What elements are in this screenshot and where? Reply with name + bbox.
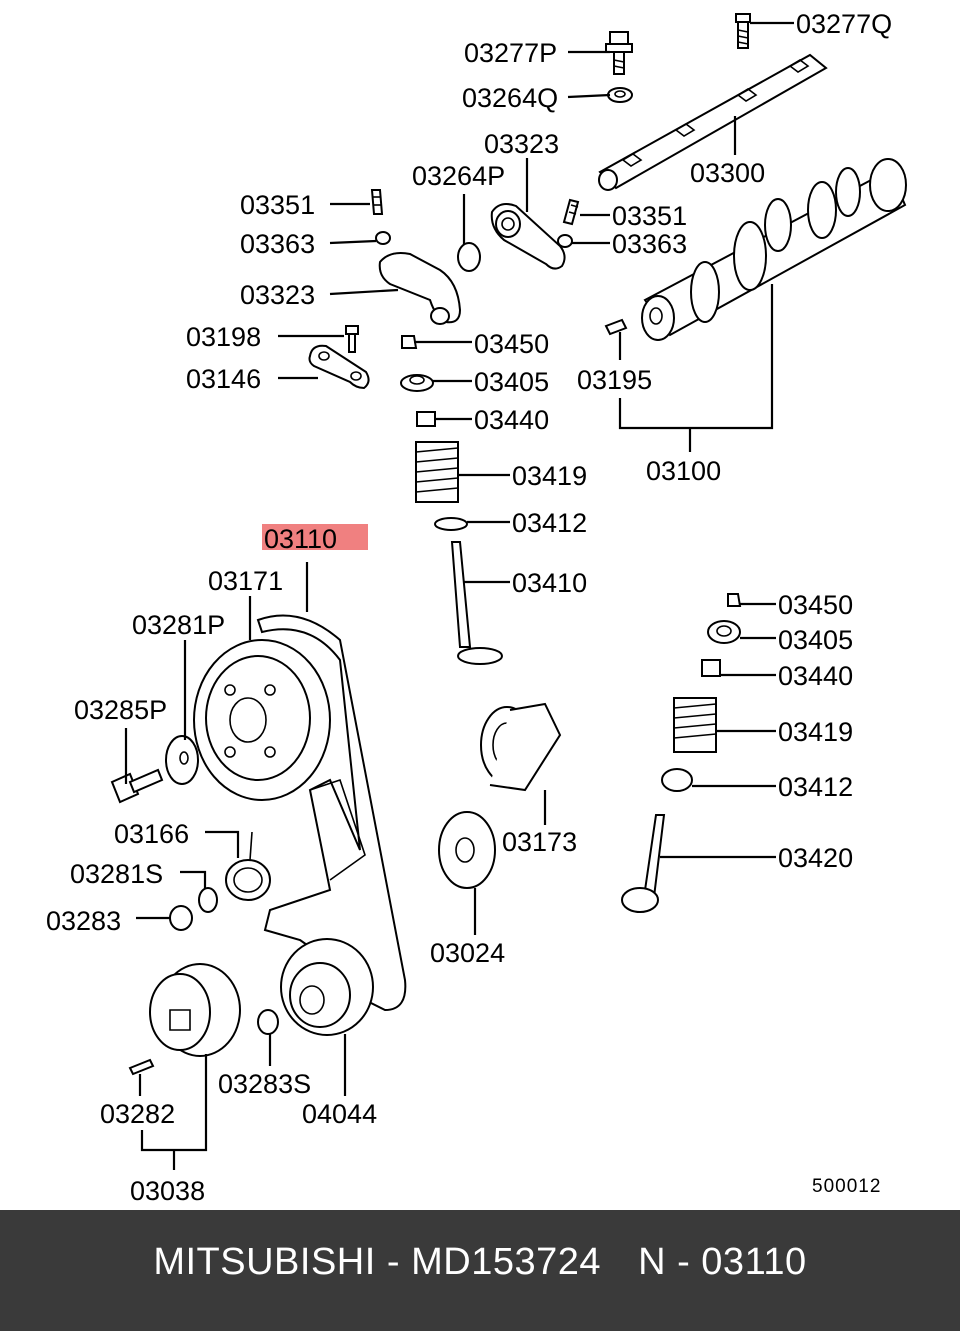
rocker-arm-03323-lower-part: [378, 252, 462, 325]
label-03351-left: 03351: [240, 190, 315, 220]
rocker-arm-03323-upper-part: [490, 203, 566, 270]
label-03166: 03166: [114, 819, 189, 849]
label-03323-lower: 03323: [240, 280, 315, 310]
retainer-03405-upper-part: [400, 374, 434, 392]
label-03363-right: 03363: [612, 229, 687, 259]
label-03419-lower: 03419: [778, 717, 853, 747]
label-03412-lower: 03412: [778, 772, 853, 802]
rocker-shaft-03300-part: [598, 53, 828, 191]
label-03282: 03282: [100, 1099, 175, 1129]
label-03440-lower: 03440: [778, 661, 853, 691]
position-number: 03110: [701, 1241, 807, 1283]
retainer-lock-03450-upper-part: [401, 335, 418, 349]
seat-03412-lower-part: [661, 768, 693, 792]
label-03363-left: 03363: [240, 229, 315, 259]
label-03405-upper: 03405: [474, 367, 549, 397]
label-03351-right: 03351: [612, 201, 687, 231]
leader-lines: [124, 21, 794, 1170]
seat-03412-upper-part: [434, 517, 468, 531]
label-03405-lower: 03405: [778, 625, 853, 655]
label-03146: 03146: [186, 364, 261, 394]
bracket-03146-part: [308, 344, 370, 390]
spring-03351-right-part: [562, 198, 580, 226]
camshaft-sprocket-03171-part: [193, 639, 331, 801]
label-04044: 04044: [302, 1099, 377, 1129]
label-03110: 03110: [264, 524, 337, 554]
label-03198: 03198: [186, 322, 261, 352]
pin-03282-part: [128, 1058, 155, 1076]
bolt-03285P-part: [110, 768, 164, 804]
seal-03440-lower-part: [701, 659, 721, 677]
brand-name: MITSUBISHI: [153, 1241, 376, 1283]
spring-03419-upper-part: [415, 441, 459, 503]
washer-03264P-part: [457, 242, 481, 272]
label-03100: 03100: [646, 456, 721, 486]
label-03277Q: 03277Q: [796, 9, 892, 39]
label-03281S: 03281S: [70, 859, 163, 889]
label-03171: 03171: [208, 566, 283, 596]
spring-03419-lower-part: [673, 697, 717, 753]
tensioner-spring-03166-part: [225, 831, 271, 901]
part-number: MD153724: [411, 1241, 601, 1283]
footer-separator: -: [386, 1241, 401, 1283]
label-03412-upper: 03412: [512, 508, 587, 538]
washer-03281S-part: [198, 887, 218, 913]
label-03283S: 03283S: [218, 1069, 311, 1099]
camshaft-03100-part: [641, 158, 907, 341]
label-03323-upper: 03323: [484, 129, 559, 159]
sprocket-04044-part: [280, 938, 374, 1036]
spring-03351-left-part: [370, 189, 384, 215]
bolt-03277P-part: [605, 31, 633, 75]
retainer-03405-lower-part: [707, 620, 741, 644]
label-03264Q: 03264Q: [462, 83, 558, 113]
tensioner-pulley-03173-part: [480, 702, 562, 792]
bolt-03277Q-part: [735, 13, 751, 49]
nut-03363-left-part: [375, 231, 391, 245]
label-03450-upper: 03450: [474, 329, 549, 359]
valve-03410-part: [450, 541, 503, 665]
footer-bar: MITSUBISHI - MD153724 N - 03110: [0, 1210, 960, 1331]
label-03195: 03195: [577, 365, 652, 395]
valve-03420-part: [621, 814, 666, 913]
label-03038: 03038: [130, 1176, 205, 1206]
position-separator: -: [677, 1241, 691, 1283]
reference-code: 500012: [812, 1176, 881, 1197]
seal-03440-upper-part: [416, 411, 436, 427]
retainer-lock-03450-lower-part: [727, 593, 742, 607]
position-prefix: N: [638, 1241, 667, 1283]
label-03277P: 03277P: [464, 38, 557, 68]
label-03300: 03300: [690, 158, 765, 188]
washer-03281P-part: [165, 735, 199, 785]
highlight-box: [262, 524, 368, 550]
label-03285P: 03285P: [74, 695, 167, 725]
label-03440-upper: 03440: [474, 405, 549, 435]
parts-diagram: 03277Q 03277P 03264Q 03323 03300 03264P …: [46, 9, 907, 1206]
nut-03283-part: [169, 905, 193, 931]
footer-caption: MITSUBISHI - MD153724 N - 03110: [153, 1241, 806, 1300]
part-labels: 03277Q 03277P 03264Q 03323 03300 03264P …: [46, 9, 892, 1206]
label-03419-upper: 03419: [512, 461, 587, 491]
label-03264P: 03264P: [412, 161, 505, 191]
label-03450-lower: 03450: [778, 590, 853, 620]
label-03173: 03173: [502, 827, 577, 857]
label-03024: 03024: [430, 938, 505, 968]
nut-03363-right-part: [557, 234, 573, 248]
label-03283: 03283: [46, 906, 121, 936]
plate-03024-part: [438, 811, 496, 889]
pin-03195-part: [604, 318, 628, 336]
label-03410: 03410: [512, 568, 587, 598]
label-03420: 03420: [778, 843, 853, 873]
bolt-03198-part: [345, 325, 359, 353]
crankshaft-sprocket-03038-part: [149, 963, 241, 1057]
washer-03264Q-part: [607, 87, 633, 103]
label-03281P: 03281P: [132, 610, 225, 640]
nut-03283S-part: [257, 1009, 279, 1035]
